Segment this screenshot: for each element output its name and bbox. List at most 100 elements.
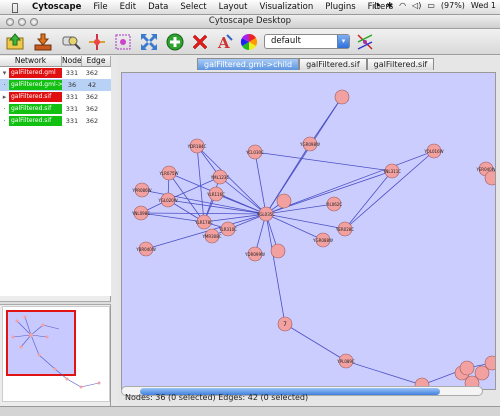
scrollbar-thumb[interactable] xyxy=(140,388,440,395)
graph-node[interactable] xyxy=(208,186,224,202)
graph-node[interactable] xyxy=(247,144,263,160)
graph-node[interactable] xyxy=(270,243,286,259)
tree-node-icon[interactable]: ▾ xyxy=(2,68,7,77)
clock-icon[interactable]: ◔ xyxy=(373,1,381,10)
graph-node[interactable] xyxy=(277,316,293,332)
graph-edge[interactable] xyxy=(168,172,205,223)
graph-node[interactable] xyxy=(334,89,350,105)
graph-edge[interactable] xyxy=(215,193,267,215)
graph-node[interactable] xyxy=(189,138,205,154)
graph-node[interactable] xyxy=(326,196,342,212)
graph-edge[interactable] xyxy=(344,150,435,230)
graph-edge[interactable] xyxy=(309,96,343,145)
column-edges[interactable]: Edge xyxy=(82,56,111,66)
graph-edge[interactable] xyxy=(265,213,286,325)
menu-layout[interactable]: Layout xyxy=(218,2,248,12)
graph-node[interactable] xyxy=(196,214,212,230)
close-window-button[interactable] xyxy=(6,18,14,26)
graph-node[interactable] xyxy=(161,165,177,181)
graph-edge[interactable] xyxy=(219,176,267,215)
open-network-button[interactable] xyxy=(4,31,26,53)
network-edit-button[interactable] xyxy=(354,31,376,53)
bluetooth-icon[interactable]: ✱ xyxy=(386,1,394,10)
horizontal-scrollbar[interactable] xyxy=(121,386,483,396)
graph-node[interactable] xyxy=(247,246,263,262)
zoom-window-button[interactable] xyxy=(30,18,38,26)
zoom-in-button[interactable] xyxy=(60,31,82,53)
tree-node-icon[interactable]: · xyxy=(3,104,6,113)
add-button[interactable] xyxy=(164,31,186,53)
apple-menu-icon[interactable]:  xyxy=(8,1,22,14)
menu-visualization[interactable]: Visualization xyxy=(259,2,314,12)
graph-edge[interactable] xyxy=(196,145,267,215)
graph-node[interactable] xyxy=(220,221,236,237)
network-row[interactable]: ·galFiltered.gml->child3642 xyxy=(0,79,111,91)
graph-edge[interactable] xyxy=(265,213,324,241)
graph-node[interactable] xyxy=(464,375,480,390)
graph-node[interactable] xyxy=(338,353,354,369)
graph-edge[interactable] xyxy=(284,323,347,362)
tab-galfiltered-sif-2[interactable]: galFiltered.sif xyxy=(366,58,435,70)
menu-clock[interactable]: Wed 1 xyxy=(470,1,496,10)
graph-node[interactable] xyxy=(384,163,400,179)
graph-edge[interactable] xyxy=(141,189,267,215)
graph-edge[interactable] xyxy=(254,151,267,215)
tree-node-icon[interactable]: · xyxy=(3,80,6,89)
visual-style-select[interactable]: default ▾ xyxy=(264,34,350,49)
column-nodes[interactable]: Node xyxy=(62,56,82,66)
graph-node[interactable] xyxy=(426,143,442,159)
graph-edge[interactable] xyxy=(140,212,205,223)
tab-galfiltered-gml-child[interactable]: galFiltered.gml->child xyxy=(197,58,300,70)
graph-node[interactable] xyxy=(315,232,331,248)
battery-icon[interactable]: ▭ xyxy=(427,1,435,10)
graph-node[interactable] xyxy=(484,170,496,186)
graph-node[interactable] xyxy=(133,205,149,221)
tree-node-icon[interactable]: · xyxy=(3,116,6,125)
volume-icon[interactable]: ◁) xyxy=(412,1,422,10)
graph-edge[interactable] xyxy=(211,213,267,237)
graph-node[interactable] xyxy=(337,221,353,237)
graph-node[interactable] xyxy=(134,182,150,198)
minimize-window-button[interactable] xyxy=(18,18,26,26)
graph-edge[interactable] xyxy=(344,170,393,230)
graph-edge[interactable] xyxy=(265,150,435,215)
panel-split-handle[interactable] xyxy=(0,301,111,305)
column-network[interactable]: Network xyxy=(0,56,62,66)
graph-node[interactable] xyxy=(160,192,176,208)
menu-data[interactable]: Data xyxy=(148,2,169,12)
graph-edge[interactable] xyxy=(265,143,311,215)
tab-galfiltered-sif-1[interactable]: galFiltered.sif xyxy=(299,58,367,70)
birds-eye-view[interactable] xyxy=(2,306,110,402)
fit-content-button[interactable] xyxy=(112,31,134,53)
menu-cytoscape[interactable]: Cytoscape xyxy=(32,2,82,12)
graph-edge[interactable] xyxy=(167,199,267,215)
graph-edge[interactable] xyxy=(265,213,346,230)
menu-file[interactable]: File xyxy=(93,2,108,12)
graph-node[interactable] xyxy=(459,360,475,376)
graph-edge[interactable] xyxy=(265,203,335,215)
menu-edit[interactable]: Edit xyxy=(119,2,137,12)
graph-node[interactable] xyxy=(258,206,274,222)
tree-node-icon[interactable]: ▸ xyxy=(2,92,7,101)
menu-filters[interactable]: Filters xyxy=(367,2,394,12)
graph-node[interactable] xyxy=(474,365,490,381)
graph-edge[interactable] xyxy=(345,360,423,386)
expand-network-button[interactable] xyxy=(138,31,160,53)
graph-edge[interactable] xyxy=(254,151,393,172)
graph-node[interactable] xyxy=(276,193,292,209)
zoom-selected-button[interactable] xyxy=(86,31,108,53)
delete-button[interactable] xyxy=(189,31,211,53)
graph-node[interactable] xyxy=(212,169,228,185)
menu-select[interactable]: Select xyxy=(180,2,207,12)
graph-edge[interactable] xyxy=(145,213,267,250)
graph-edge[interactable] xyxy=(196,145,205,223)
graph-node[interactable] xyxy=(302,136,318,152)
save-network-button[interactable] xyxy=(32,31,54,53)
annotation-button[interactable]: A xyxy=(213,31,235,53)
graph-node[interactable] xyxy=(484,355,496,371)
